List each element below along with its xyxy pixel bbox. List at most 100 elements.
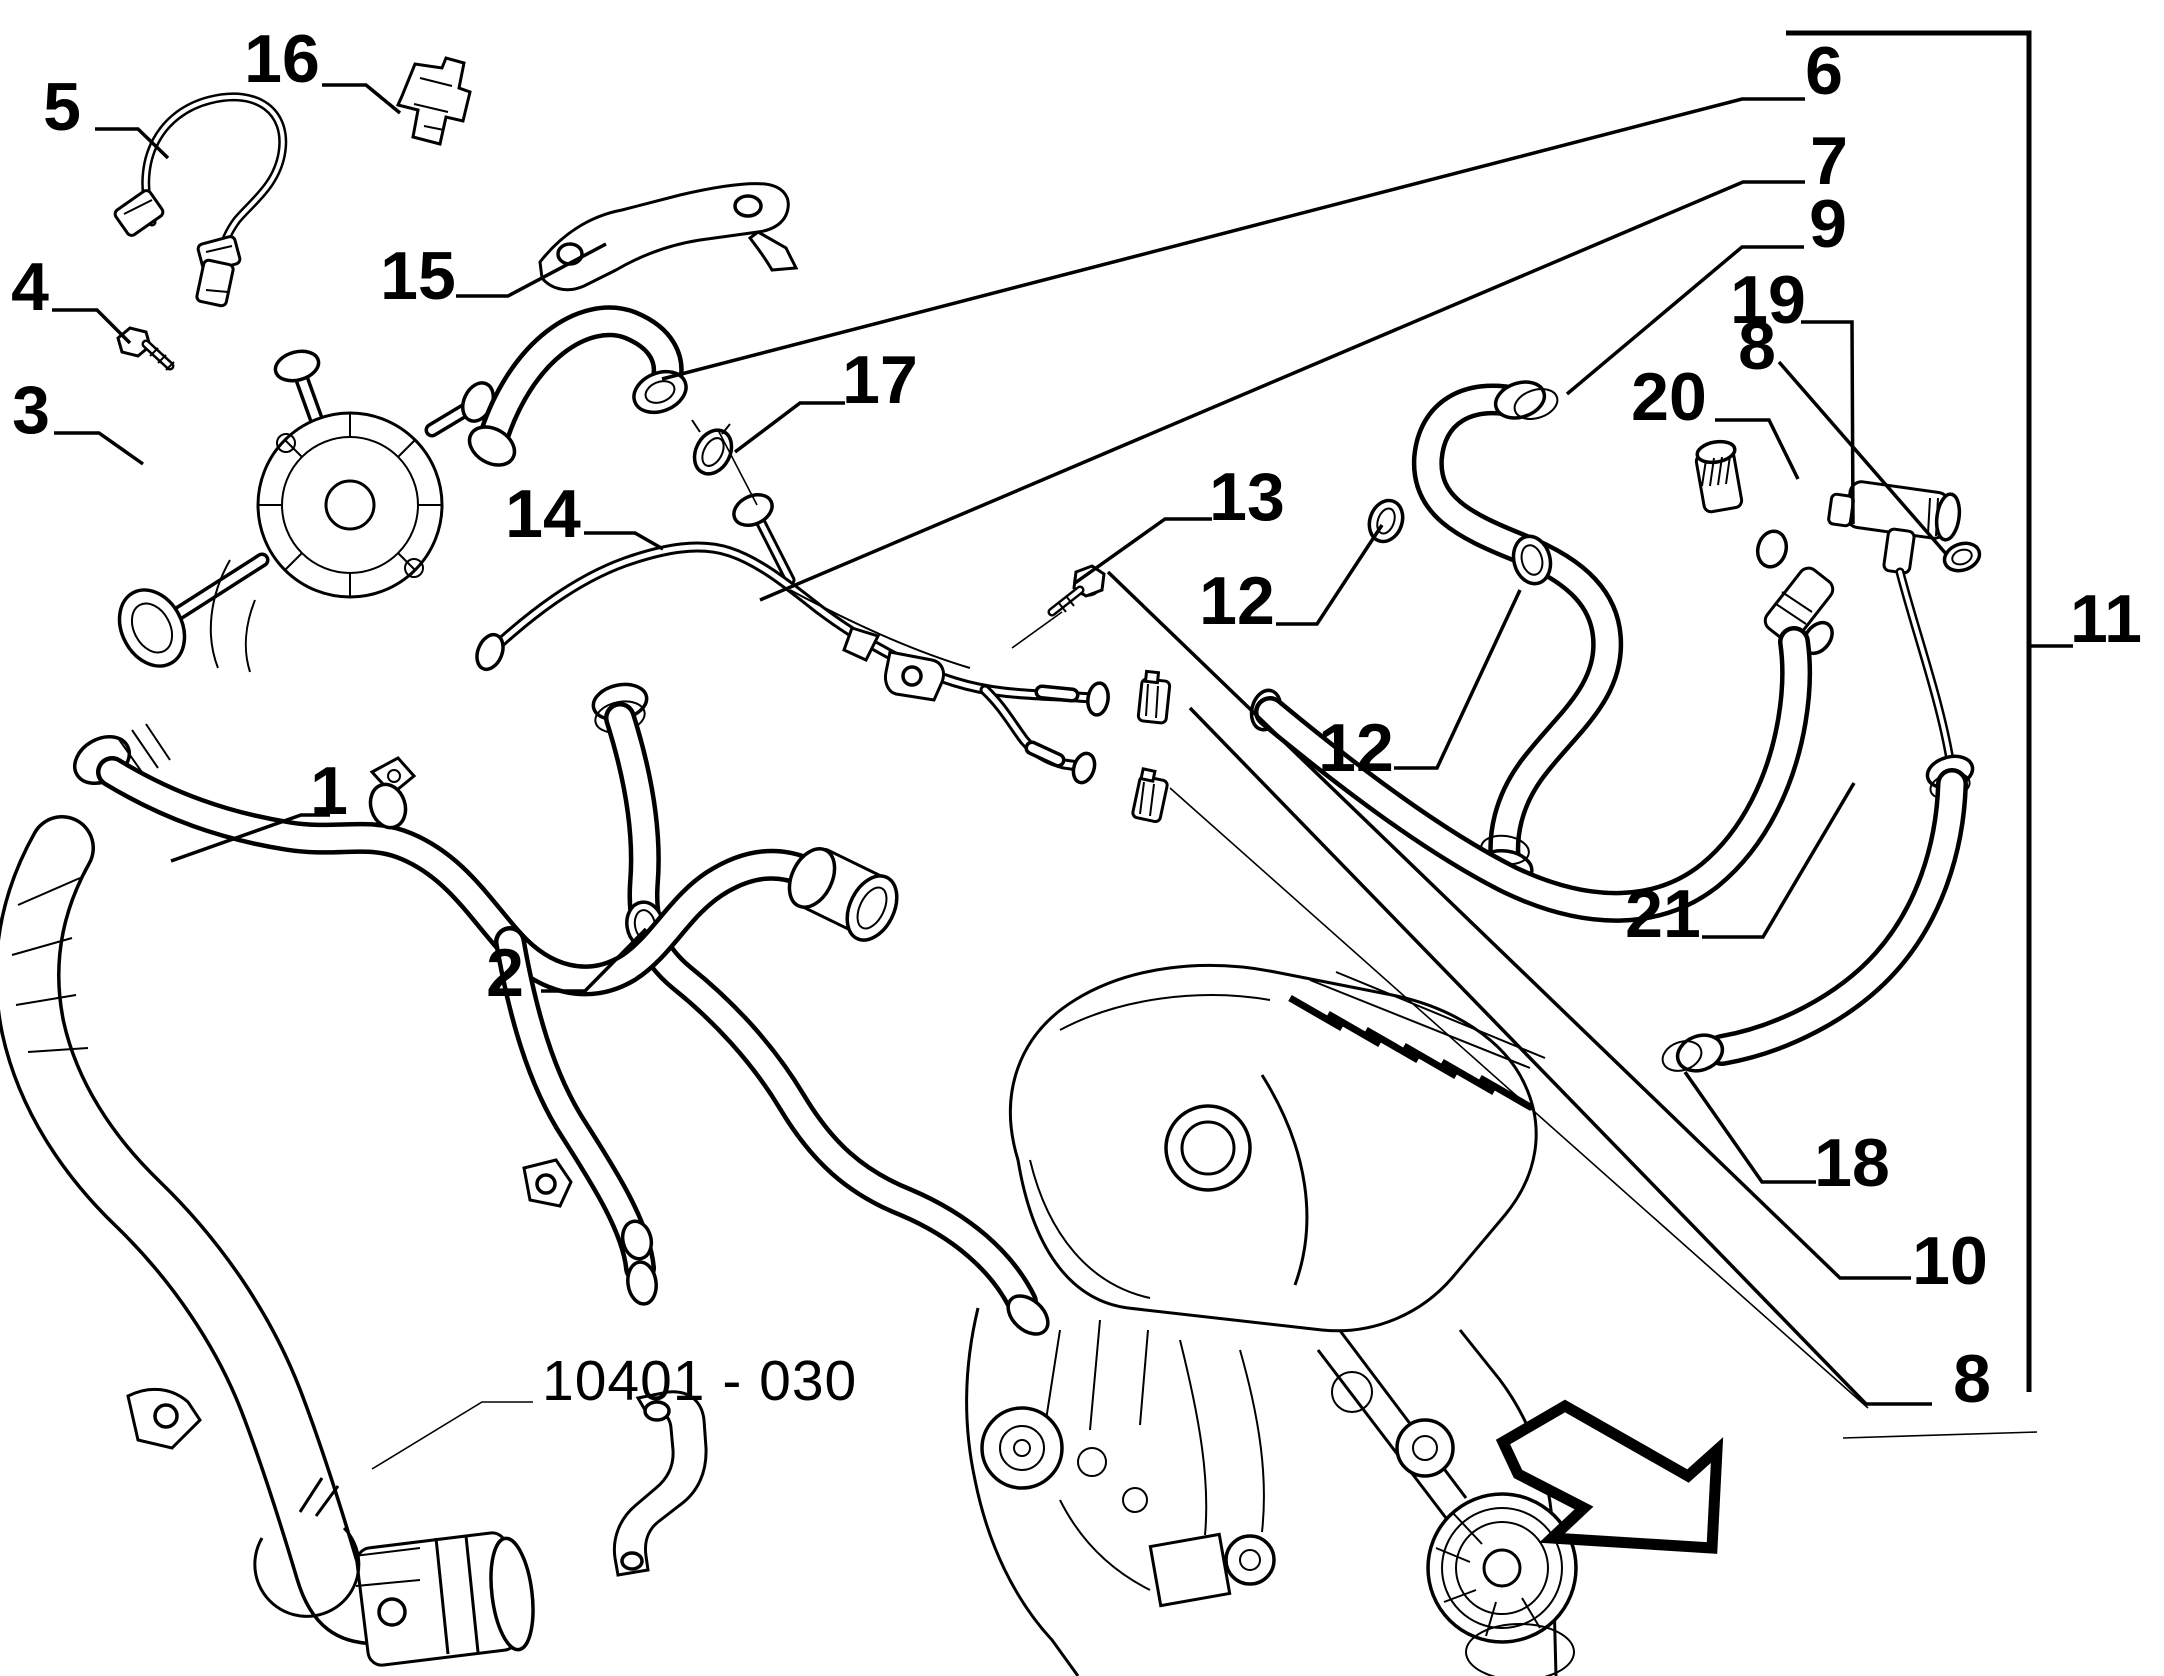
bolt-13-alignment: [1011, 611, 1063, 649]
callout-8b-second-leader: [1169, 787, 1869, 1409]
callout-2[interactable]: 2: [486, 935, 524, 1011]
alternator-pulley: [980, 1406, 1064, 1490]
callout-20[interactable]: 20: [1631, 359, 1707, 435]
clamp-b: [1131, 767, 1169, 824]
callout-8a[interactable]: 8: [1738, 308, 1776, 384]
hose-2: [591, 682, 1050, 1336]
cylindrical-fitting: [1763, 566, 1835, 656]
callout-8b-leader: [1188, 706, 1932, 1406]
spring-clamp: [253, 1526, 361, 1618]
crank-pulley: [1426, 1492, 1578, 1644]
callout-8a-leader: [1777, 360, 1949, 557]
callout-17-leader: [733, 401, 845, 454]
hose-1-clamp-tab: [368, 756, 417, 830]
hose-tab: [126, 1387, 202, 1450]
callout-1[interactable]: 1: [310, 753, 348, 829]
clamp-12-first: [1367, 498, 1405, 544]
cap-fitting-20: [1694, 439, 1744, 514]
callout-11[interactable]: 11: [2070, 581, 2142, 657]
callout-14-leader: [584, 531, 664, 551]
bracket-11: [1786, 30, 2032, 1392]
tee-connector-cluster: [1694, 439, 1982, 800]
strap-bracket: [612, 1390, 708, 1577]
clamp-17: [691, 419, 734, 476]
callout-17[interactable]: 17: [842, 342, 918, 418]
clamp-a: [1136, 669, 1172, 725]
tee-connector-19: [1827, 480, 1962, 575]
diagram-code[interactable]: 10401 - 030: [542, 1349, 857, 1413]
callout-6-leader: [661, 97, 1805, 381]
callout-16[interactable]: 16: [244, 21, 320, 97]
pipe-upper-port: [732, 493, 774, 527]
leader-lines: [52, 30, 2073, 1406]
turbocharger-hose-reference: [0, 815, 708, 1667]
turbo-hose-end-fitting: [353, 1531, 535, 1667]
clip-16: [395, 56, 472, 146]
stray-underline: [1842, 1431, 2038, 1439]
clamp: [620, 1219, 654, 1261]
callout-12a[interactable]: 12: [1199, 563, 1275, 639]
hose-18: [1661, 768, 1968, 1073]
alignment-lines: [371, 429, 2038, 1470]
callout-9[interactable]: 9: [1809, 186, 1847, 262]
bracket-15: [538, 182, 799, 292]
callout-9-leader: [1565, 245, 1804, 396]
valve-cover: [1008, 963, 1546, 1333]
callout-21-leader: [1702, 782, 1856, 939]
callout-3-leader: [54, 431, 145, 466]
callout-15-leader: [456, 242, 607, 298]
callout-7-leader: [759, 180, 1805, 602]
bolt-13: [1047, 564, 1106, 617]
callout-4[interactable]: 4: [11, 249, 49, 325]
callout-19-leader: [1801, 320, 1855, 525]
callout-1-leader: [170, 813, 330, 863]
connector: [113, 189, 165, 237]
engine: [965, 963, 1578, 1676]
loose-clamp-8: [1942, 541, 1982, 573]
cover-ribs: [1288, 994, 1534, 1112]
callout-4-leader: [52, 308, 132, 345]
connector: [195, 258, 235, 308]
callout-19[interactable]: 19: [1730, 262, 1806, 338]
hose-1-tab: [522, 1158, 573, 1208]
callout-14[interactable]: 14: [505, 476, 581, 552]
callout-18-leader: [1683, 1070, 1816, 1184]
breather-pipe-5: [113, 92, 288, 308]
idler-pulley: [1395, 1418, 1455, 1478]
callout-12a-leader: [1276, 524, 1384, 626]
clamp-12-second: [1511, 534, 1553, 586]
callout-13[interactable]: 13: [1209, 459, 1285, 535]
callout-16-leader: [322, 83, 402, 115]
diagram-code-leader: [371, 1401, 533, 1470]
callout-12b[interactable]: 12: [1318, 710, 1394, 786]
hose-1-connector: [787, 847, 899, 942]
callout-5-leader: [95, 127, 170, 160]
callout-15[interactable]: 15: [380, 238, 456, 314]
thermostat-housing: [117, 349, 495, 673]
callout-3[interactable]: 3: [12, 372, 50, 448]
callout-10-leader: [1106, 570, 1911, 1280]
direction-arrow: [1495, 1399, 1724, 1554]
small-clamp: [1755, 529, 1789, 569]
callout-18[interactable]: 18: [1814, 1125, 1890, 1201]
callout-6[interactable]: 6: [1805, 33, 1843, 109]
callout-2-leader: [541, 927, 648, 993]
callout-10[interactable]: 10: [1912, 1223, 1988, 1299]
callout-13-leader: [1073, 517, 1212, 585]
hose-17: [467, 305, 734, 476]
callout-5[interactable]: 5: [43, 69, 81, 145]
clamp-17-alignment: [717, 429, 758, 506]
callout-8b[interactable]: 8: [1953, 1341, 1991, 1417]
belt-drive: [1316, 1327, 1578, 1676]
callout-7[interactable]: 7: [1810, 123, 1848, 199]
bolt-4: [116, 326, 175, 371]
hose-1: [73, 723, 899, 1306]
callout-21[interactable]: 21: [1625, 876, 1701, 952]
hose-21: [1249, 626, 1813, 923]
coolant-pipe-assembly: [475, 493, 1110, 785]
pipe-mounting-tab: [842, 626, 946, 702]
callout-20-leader: [1715, 418, 1800, 480]
outlet-port: [117, 588, 187, 668]
